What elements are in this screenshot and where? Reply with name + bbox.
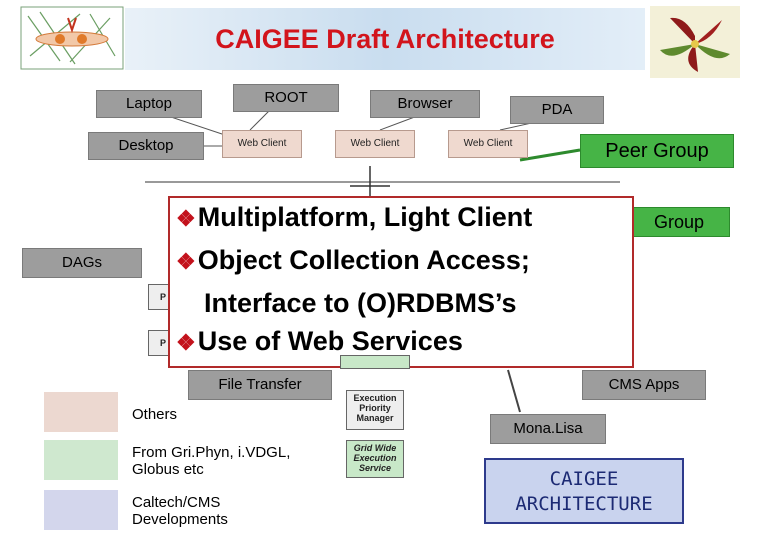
stack-box-partial bbox=[340, 355, 410, 369]
header-band bbox=[125, 8, 645, 70]
arch-line-2: ARCHITECTURE bbox=[515, 493, 653, 515]
overlay-line-2: ❖Object Collection Access; bbox=[176, 245, 530, 275]
pda-label: PDA bbox=[510, 96, 604, 124]
overlay-line-3: Interface to (O)RDBMS’s bbox=[204, 288, 517, 318]
group-label-partial: Group bbox=[628, 207, 730, 237]
legend-text-caltech: Caltech/CMS Developments bbox=[132, 494, 228, 528]
web-client-box: Web Client bbox=[335, 130, 415, 158]
bullet-diamond-icon: ❖ bbox=[176, 330, 196, 355]
monalisa-label: Mona.Lisa bbox=[490, 414, 606, 444]
desktop-label: Desktop bbox=[88, 132, 204, 160]
dags-label: DAGs bbox=[22, 248, 142, 278]
caltech-logo-icon bbox=[20, 6, 124, 70]
peer-group-label: Peer Group bbox=[580, 134, 734, 168]
web-client-box: Web Client bbox=[448, 130, 528, 158]
slide-title: CAIGEE Draft Architecture bbox=[215, 24, 555, 54]
legend-text-others: Others bbox=[132, 406, 178, 423]
grid-wide-execution-service-box: Grid Wide Execution Service bbox=[346, 440, 404, 478]
legend-swatch-griphyn bbox=[44, 440, 118, 480]
overlay-line-4: ❖Use of Web Services bbox=[176, 326, 463, 356]
browser-label: Browser bbox=[370, 90, 480, 118]
bullet-diamond-icon: ❖ bbox=[176, 249, 196, 274]
arch-line-1: CAIGEE bbox=[549, 468, 619, 490]
cms-apps-label: CMS Apps bbox=[582, 370, 706, 400]
execution-priority-manager-box: Execution Priority Manager bbox=[346, 390, 404, 430]
legend-swatch-others bbox=[44, 392, 118, 432]
web-client-box: Web Client bbox=[222, 130, 302, 158]
file-transfer-label: File Transfer bbox=[188, 370, 332, 400]
root-label: ROOT bbox=[233, 84, 339, 112]
bullet-diamond-icon: ❖ bbox=[176, 206, 196, 231]
overlay-line-1: ❖Multiplatform, Light Client bbox=[176, 202, 533, 232]
trillium-flower-icon bbox=[650, 6, 740, 78]
caigee-architecture-box: CAIGEE ARCHITECTURE bbox=[484, 458, 684, 524]
legend-swatch-caltech bbox=[44, 490, 118, 530]
legend-text-griphyn: From Gri.Phyn, i.VDGL, Globus etc bbox=[132, 444, 291, 478]
laptop-label: Laptop bbox=[96, 90, 202, 118]
overlay-text-box: ❖Multiplatform, Light Client ❖Object Col… bbox=[168, 196, 634, 368]
